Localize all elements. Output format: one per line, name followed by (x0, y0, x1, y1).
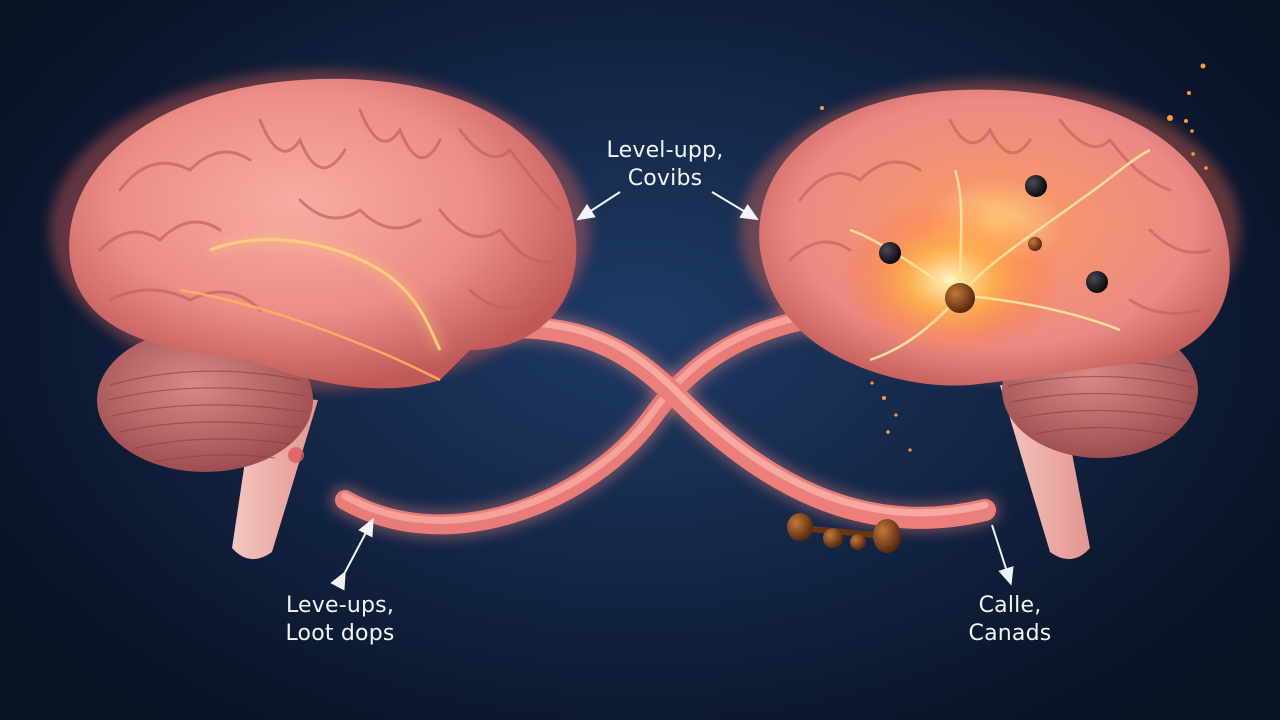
label-bottom-right-line2: Canads (968, 621, 1052, 646)
label-top-center-line2: Covibs (627, 166, 703, 191)
label-bottom-right-line1: Calle, (978, 593, 1042, 618)
arrow-top-right (711, 191, 759, 221)
callout-arrows (330, 191, 1014, 591)
label-bottom-left: Leve-ups, Loot dops (255, 592, 425, 648)
left-brain (69, 78, 577, 560)
label-top-center-line1: Level-upp, (606, 138, 724, 163)
arrow-bottom-right (991, 524, 1014, 586)
molecule-beads (787, 513, 901, 553)
spark-particles (820, 63, 1208, 452)
label-bottom-left-line2: Loot dops (285, 621, 395, 646)
label-bottom-right: Calle, Canads (940, 592, 1080, 648)
right-brain (759, 89, 1230, 560)
label-top-center: Level-upp, Covibs (565, 137, 765, 193)
arrow-bottom-left (330, 517, 374, 591)
label-bottom-left-line1: Leve-ups, (285, 593, 395, 618)
arrow-top-left (576, 191, 621, 221)
